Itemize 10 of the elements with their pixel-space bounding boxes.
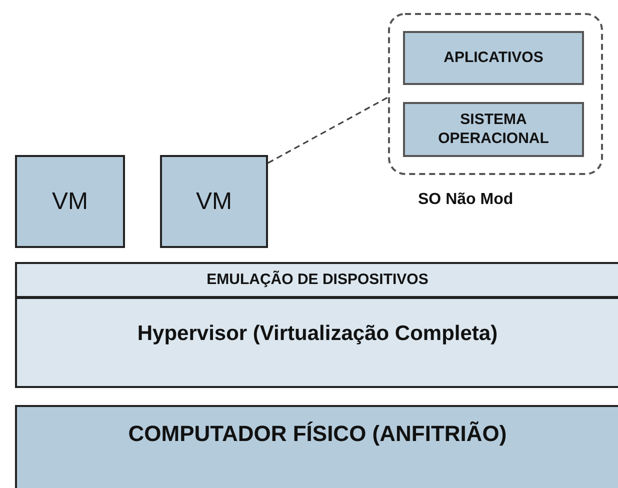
emulation-band: EMULAÇÃO DE DISPOSITIVOS bbox=[15, 262, 618, 298]
dashed-connector bbox=[268, 96, 388, 164]
dashed-container bbox=[388, 13, 603, 175]
host-layer: COMPUTADOR FÍSICO (ANFITRIÃO) bbox=[15, 405, 618, 488]
caption-text: SO Não Mod bbox=[418, 191, 514, 209]
hypervisor-layer: Hypervisor (Virtualização Completa) bbox=[15, 297, 618, 388]
layer-box: SISTEMA OPERACIONAL bbox=[403, 102, 584, 157]
vm-box: VM bbox=[15, 155, 125, 248]
vm-box: VM bbox=[160, 155, 268, 248]
layer-box: APLICATIVOS bbox=[403, 31, 584, 85]
